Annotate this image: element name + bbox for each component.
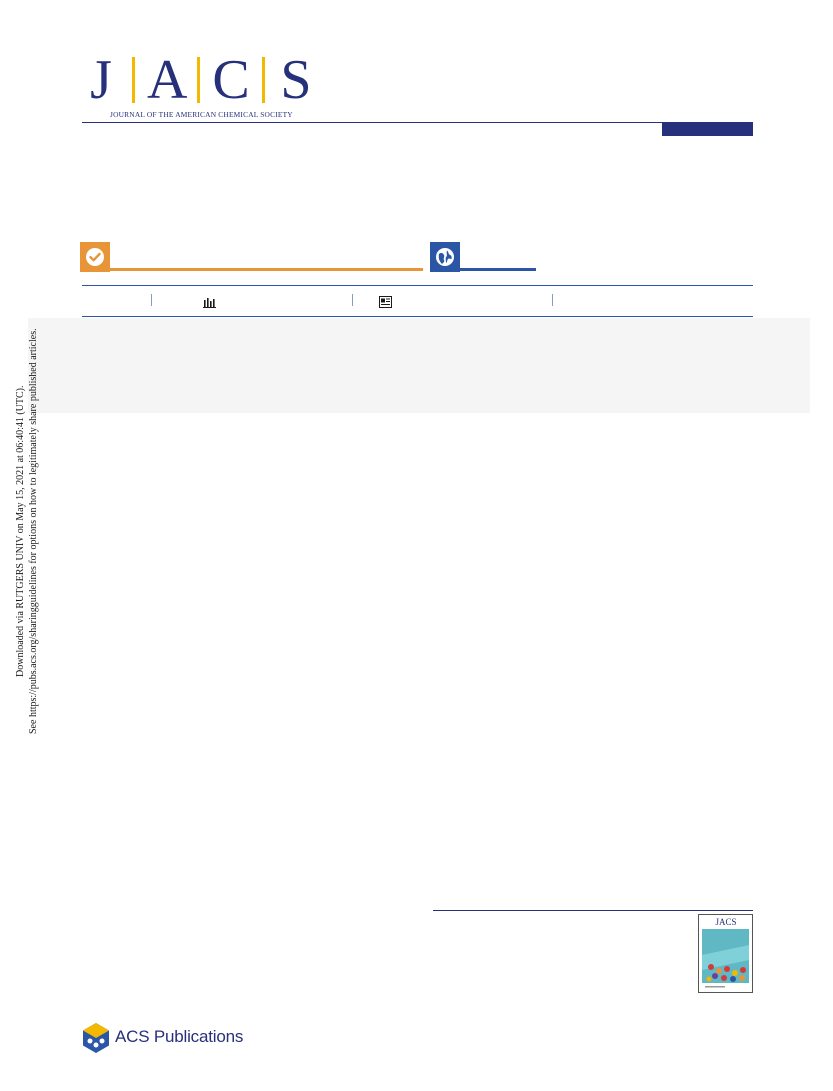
logo-letter-s: S bbox=[280, 49, 312, 111]
article-recommendations-icon[interactable] bbox=[379, 296, 392, 308]
download-notice-line-1: Downloaded via RUTGERS UNIV on May 15, 2… bbox=[15, 385, 26, 677]
svg-text:JACS: JACS bbox=[715, 917, 736, 927]
metrics-bar-bottom-rule bbox=[82, 316, 753, 317]
open-access-badge bbox=[430, 242, 460, 272]
logo-divider bbox=[262, 57, 265, 103]
logo-divider bbox=[197, 57, 200, 103]
journal-full-name: JOURNAL OF THE AMERICAN CHEMICAL SOCIETY bbox=[110, 110, 293, 119]
metrics-divider bbox=[552, 294, 553, 306]
editors-choice-badge bbox=[80, 242, 110, 272]
logo-letter-a: A bbox=[147, 49, 188, 111]
article-type-tab bbox=[662, 123, 753, 136]
jacs-logo: J A C S JOURNAL OF THE AMERICAN CHEMICAL… bbox=[82, 52, 312, 122]
logo-letter-j: J bbox=[90, 49, 112, 111]
header-rule bbox=[82, 122, 753, 123]
acs-hexagon-logo-icon bbox=[83, 1023, 109, 1053]
acs-publications-logo: ACS Publications bbox=[80, 1022, 250, 1056]
open-access-rule bbox=[460, 268, 536, 271]
publisher-name: ACS Publications bbox=[115, 1027, 244, 1046]
abstract-panel bbox=[28, 318, 810, 413]
journal-cover-thumbnail: JACS bbox=[698, 914, 753, 993]
metrics-divider bbox=[352, 294, 353, 306]
download-notice-line-2: See https://pubs.acs.org/sharingguidelin… bbox=[27, 328, 39, 734]
download-notice: Downloaded via RUTGERS UNIV on May 15, 2… bbox=[15, 328, 40, 734]
logo-letter-c: C bbox=[212, 49, 250, 111]
editors-choice-rule bbox=[110, 268, 423, 271]
metrics-bar-top-rule bbox=[82, 285, 753, 286]
footnote-rule bbox=[433, 910, 753, 911]
bar-chart-icon[interactable] bbox=[203, 296, 216, 308]
checkmark-circle-icon bbox=[86, 248, 104, 266]
metrics-divider bbox=[151, 294, 152, 306]
globe-icon bbox=[436, 248, 454, 266]
cover-art: JACS bbox=[699, 915, 752, 992]
logo-divider bbox=[132, 57, 135, 103]
